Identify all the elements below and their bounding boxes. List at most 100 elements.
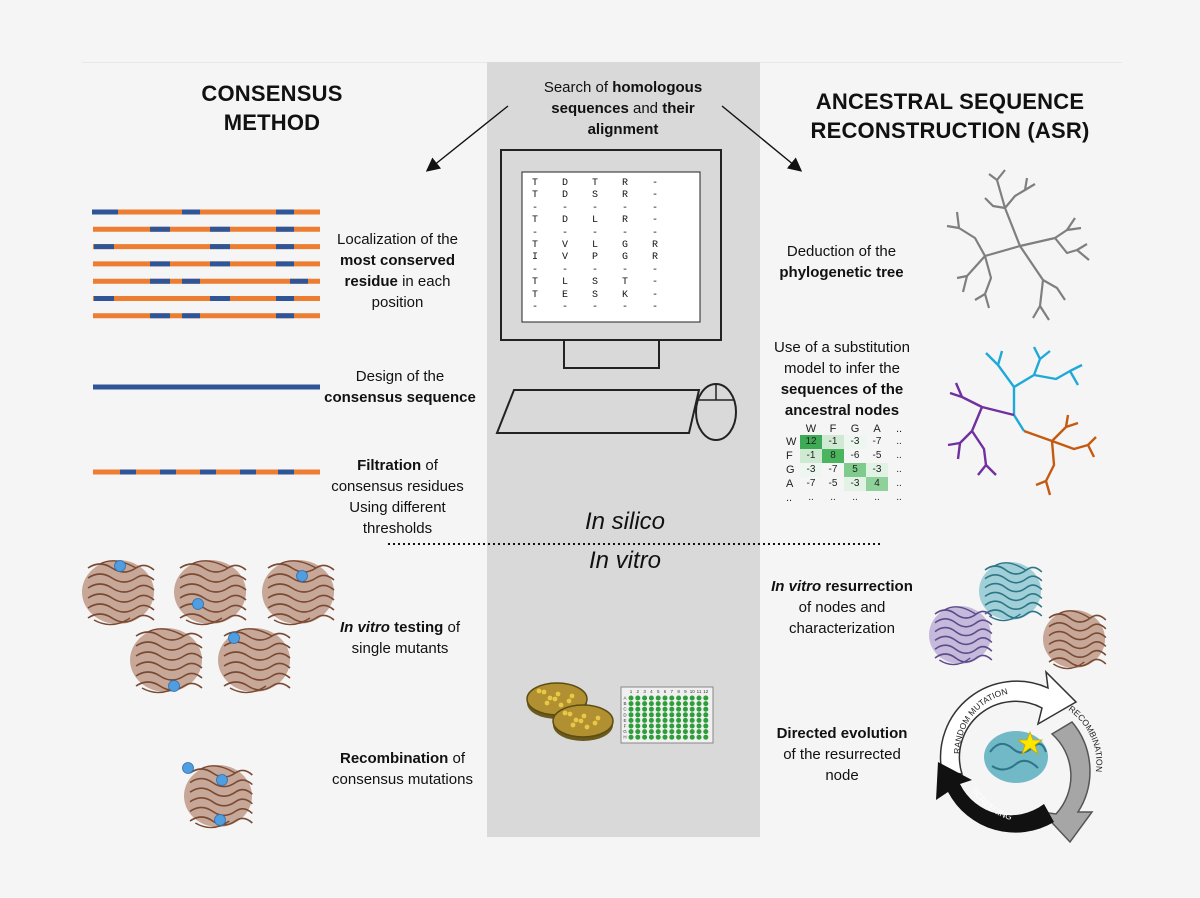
plate-well xyxy=(648,706,654,712)
plate-well xyxy=(635,712,641,718)
plate-well xyxy=(676,729,682,735)
c3-line3: Using different xyxy=(349,499,446,516)
consensus-step5-label: Recombination of consensus mutations xyxy=(320,748,485,790)
mutation-dot xyxy=(228,632,240,644)
a1-line1: Deduction of the xyxy=(786,243,897,260)
plate-well xyxy=(696,712,702,718)
matrix-cell: -3 xyxy=(844,477,866,491)
plate-well xyxy=(703,734,709,740)
plate-well xyxy=(662,712,668,718)
phylogenetic-tree-colored xyxy=(947,346,1097,496)
search-label: Search of homologous sequences and their… xyxy=(510,77,736,140)
plate-well xyxy=(669,729,675,735)
alignment-row: ----- xyxy=(532,203,682,215)
a2-bold1: sequences of the xyxy=(780,381,904,398)
plate-well xyxy=(682,729,688,735)
matrix-col-label: F xyxy=(829,423,837,435)
consensus-step2-label: Design of the consensus sequence xyxy=(320,366,480,408)
alignment-cell: T xyxy=(532,178,539,189)
asr-step4-label: Directed evolution of the resurrected no… xyxy=(762,723,922,786)
mutation-dot xyxy=(214,814,226,826)
plate-well xyxy=(703,701,709,707)
sequence-lines xyxy=(92,209,320,475)
plate-col-label: 10 xyxy=(690,689,696,694)
plate-well xyxy=(662,729,668,735)
plate-well xyxy=(648,717,654,723)
ancestral-proteins xyxy=(929,562,1107,670)
alignment-cell: - xyxy=(652,190,659,202)
plate-well xyxy=(669,706,675,712)
alignment-cell: S xyxy=(592,277,599,289)
plate-well xyxy=(635,695,641,701)
alignment-cell: - xyxy=(652,264,659,276)
monitor-stand xyxy=(563,339,660,369)
plate-well xyxy=(635,734,641,740)
plate-well xyxy=(696,723,702,729)
plate-well xyxy=(628,734,634,740)
plate-well xyxy=(689,695,695,701)
c5-line2: consensus mutations xyxy=(332,771,473,788)
plate-well xyxy=(682,695,688,701)
search-text: Search of xyxy=(543,79,613,96)
plate-well xyxy=(682,734,688,740)
matrix-cell: 8 xyxy=(822,449,844,463)
mutation-dot xyxy=(216,774,228,786)
mutation-dot xyxy=(182,762,194,774)
alignment-cell: - xyxy=(652,227,659,239)
matrix-cell: .. xyxy=(896,492,902,503)
asr-title-line2: RECONSTRUCTION (ASR) xyxy=(810,118,1090,143)
plate-well xyxy=(642,701,648,707)
computer-icon xyxy=(495,149,737,441)
plate-well xyxy=(648,734,654,740)
consensus-title-line1: CONSENSUS xyxy=(201,81,343,106)
alignment-cell: R xyxy=(622,215,629,227)
a1-bold: phylogenetic tree xyxy=(779,264,904,281)
search-bold-homologous: homologous xyxy=(612,79,703,96)
c2-bold1: consensus sequence xyxy=(324,389,476,406)
plate-well xyxy=(696,701,702,707)
alignment-cell: V xyxy=(562,252,569,264)
c4-italic: In vitro xyxy=(339,619,390,636)
protein-structure xyxy=(1043,610,1107,670)
plate-row-label: E xyxy=(623,718,626,723)
plate-well xyxy=(689,723,695,729)
c3-bold1: Filtration xyxy=(357,457,422,474)
plate-well xyxy=(682,712,688,718)
alignment-cell: R xyxy=(622,190,629,202)
a3-line1: of nodes and xyxy=(798,599,886,616)
plate-well xyxy=(628,706,634,712)
plate-col-label: 12 xyxy=(703,689,709,694)
plate-well xyxy=(662,717,668,723)
alignment-cell: - xyxy=(592,227,599,239)
plate-row-label: A xyxy=(623,696,626,701)
plate-well xyxy=(662,734,668,740)
matrix-cell: .. xyxy=(874,492,880,503)
plate-well xyxy=(703,706,709,712)
alignment-cell: V xyxy=(562,240,569,252)
phylogenetic-tree-gray xyxy=(946,169,1090,321)
keyboard xyxy=(495,389,701,434)
plate-well xyxy=(648,712,654,718)
matrix-cell: 12 xyxy=(800,435,822,449)
a3-line2: characterization xyxy=(789,620,895,637)
plate-well xyxy=(676,701,682,707)
alignment-cell: R xyxy=(622,178,629,189)
c1-line1: Localization of the xyxy=(337,231,458,248)
alignment-cell: L xyxy=(592,240,599,252)
plate-well xyxy=(703,695,709,701)
plate-well xyxy=(635,723,641,729)
matrix-cell: -5 xyxy=(828,478,838,489)
c1-line4: position xyxy=(371,294,424,311)
plate-col-label: 2 xyxy=(637,689,640,694)
asr-title-line1: ANCESTRAL SEQUENCE xyxy=(815,89,1085,114)
c4-line2: single mutants xyxy=(351,640,449,657)
alignment-cell: T xyxy=(592,178,599,189)
plate-well xyxy=(655,717,661,723)
plate-well xyxy=(635,706,641,712)
plate-well xyxy=(703,712,709,718)
search-bold-their: their xyxy=(662,100,695,117)
plate-well xyxy=(682,717,688,723)
